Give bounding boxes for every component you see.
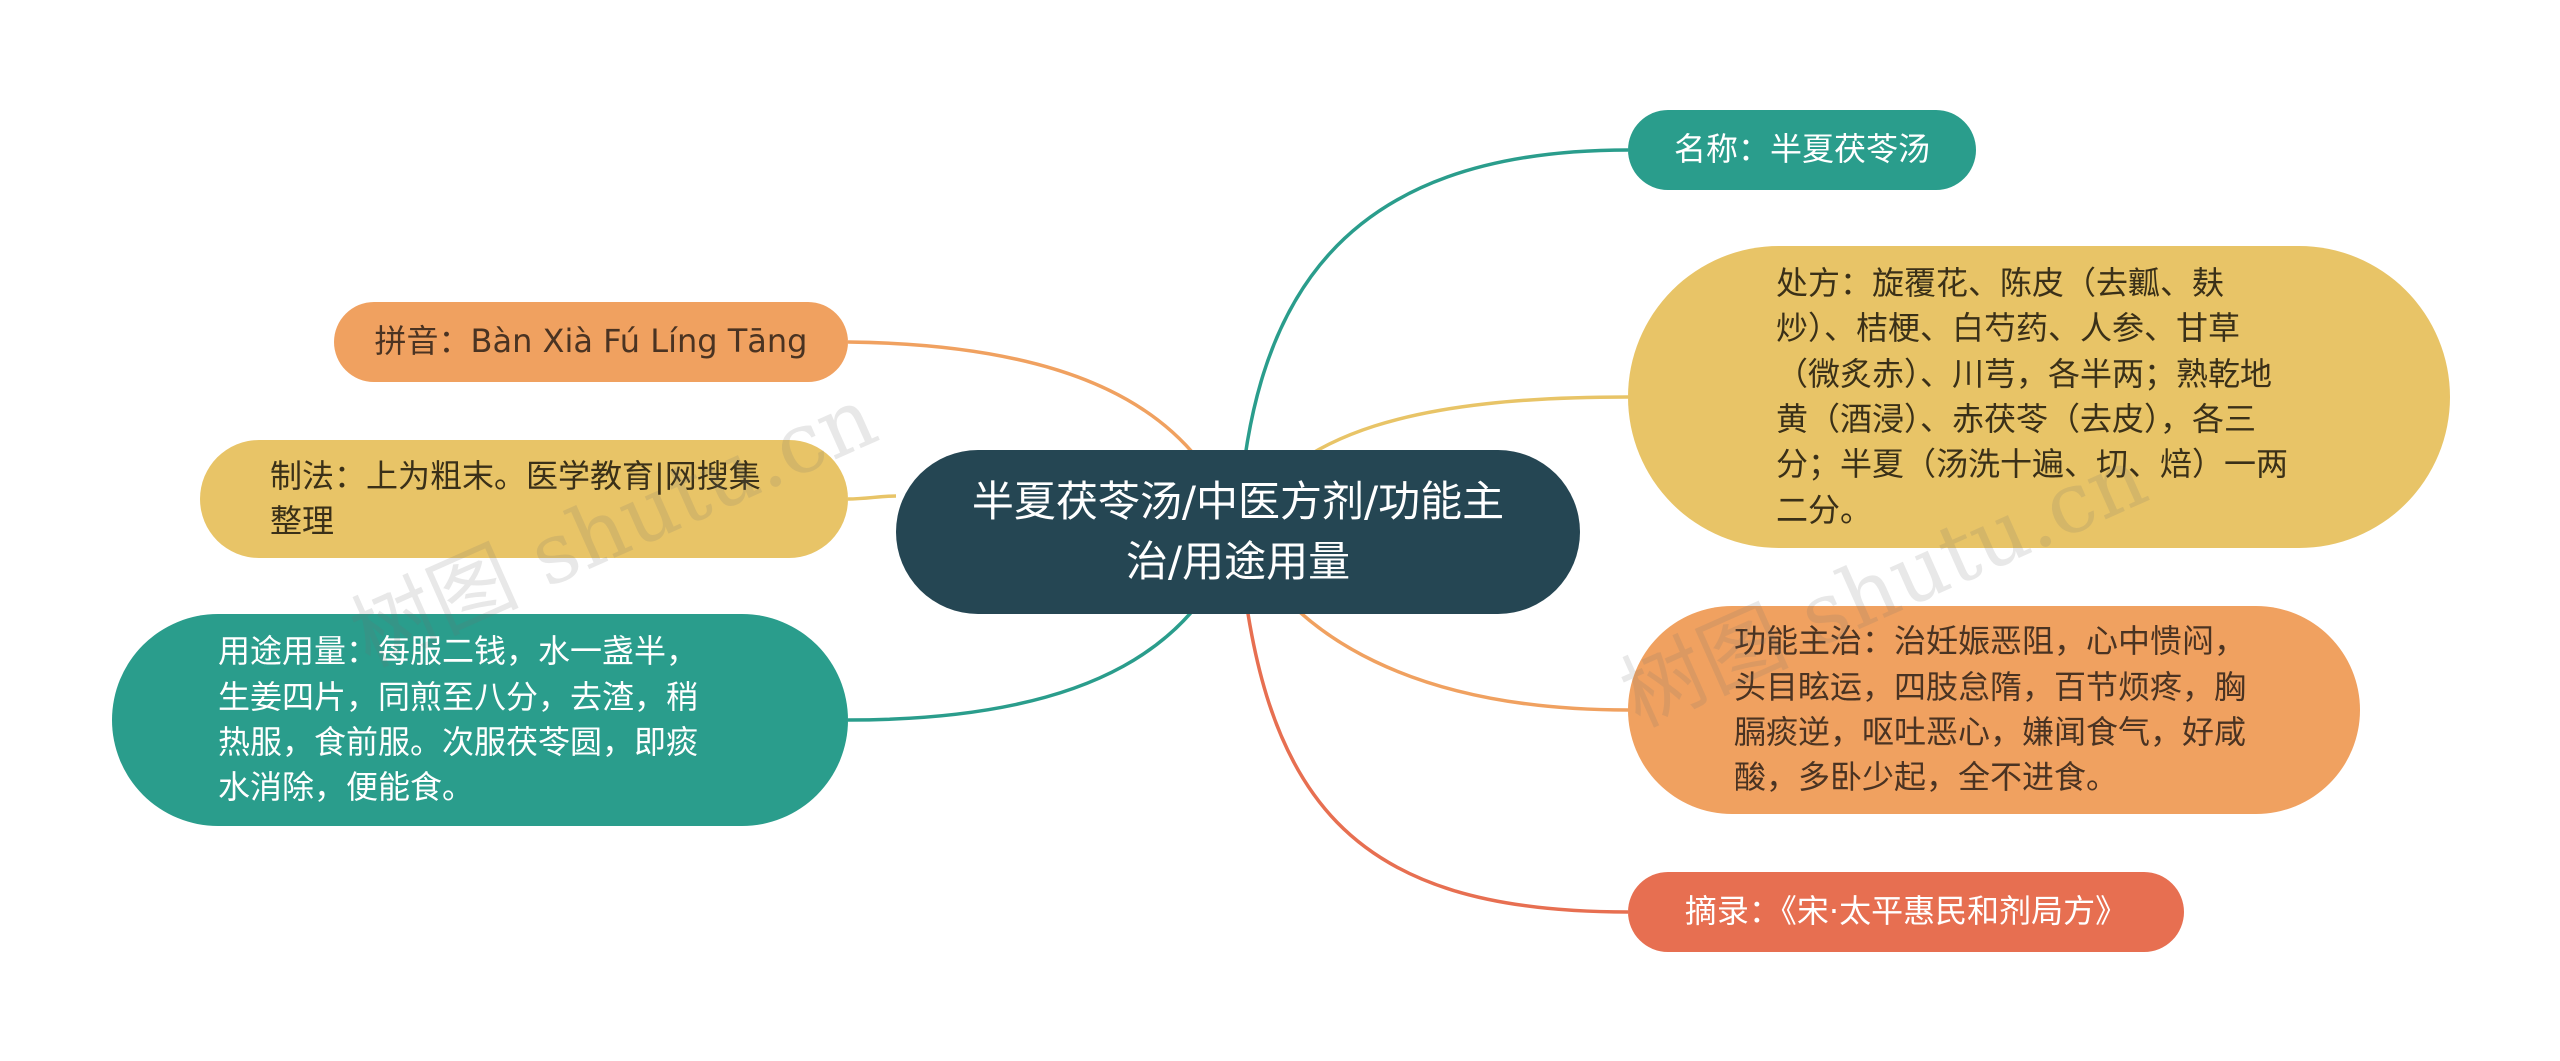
node-usage[interactable]: 用途用量：每服二钱，水一盏半，生姜四片，同煎至八分，去渣，稍热服，食前服。次服茯… <box>112 614 848 826</box>
node-prescription-label: 处方：旋覆花、陈皮（去瓤、麸炒）、桔梗、白芍药、人参、甘草（微炙赤）、川芎，各半… <box>1776 263 2289 529</box>
link-source <box>1236 529 1629 914</box>
node-source[interactable]: 摘录：《宋·太平惠民和剂局方》 <box>1628 872 2184 952</box>
node-source-label: 摘录：《宋·太平惠民和剂局方》 <box>1684 892 2128 931</box>
node-name[interactable]: 名称：半夏茯苓汤 <box>1628 110 1976 190</box>
node-method[interactable]: 制法：上为粗末。医学教育|网搜集整理 <box>200 440 848 558</box>
node-function-label: 功能主治：治妊娠恶阻，心中愦闷，头目眩运，四肢怠隋，百节烦疼，胸膈痰逆，呕吐恶心… <box>1734 622 2247 797</box>
central-topic-label: 半夏茯苓汤/中医方剂/功能主治/用途用量 <box>971 477 1505 586</box>
node-method-label: 制法：上为粗末。医学教育|网搜集整理 <box>270 456 761 540</box>
node-name-label: 名称：半夏茯苓汤 <box>1673 130 1930 169</box>
node-usage-label: 用途用量：每服二钱，水一盏半，生姜四片，同煎至八分，去渣，稍热服，食前服。次服茯… <box>218 632 699 807</box>
node-function[interactable]: 功能主治：治妊娠恶阻，心中愦闷，头目眩运，四肢怠隋，百节烦疼，胸膈痰逆，呕吐恶心… <box>1628 606 2360 814</box>
link-method <box>847 494 897 501</box>
node-pinyin-label: 拼音：Bàn Xià Fú Líng Tāng <box>374 322 808 361</box>
node-pinyin[interactable]: 拼音：Bàn Xià Fú Líng Tāng <box>334 302 848 382</box>
link-name <box>1236 148 1629 531</box>
node-prescription[interactable]: 处方：旋覆花、陈皮（去瓤、麸炒）、桔梗、白芍药、人参、甘草（微炙赤）、川芎，各半… <box>1628 246 2450 548</box>
central-topic[interactable]: 半夏茯苓汤/中医方剂/功能主治/用途用量 <box>896 450 1580 614</box>
